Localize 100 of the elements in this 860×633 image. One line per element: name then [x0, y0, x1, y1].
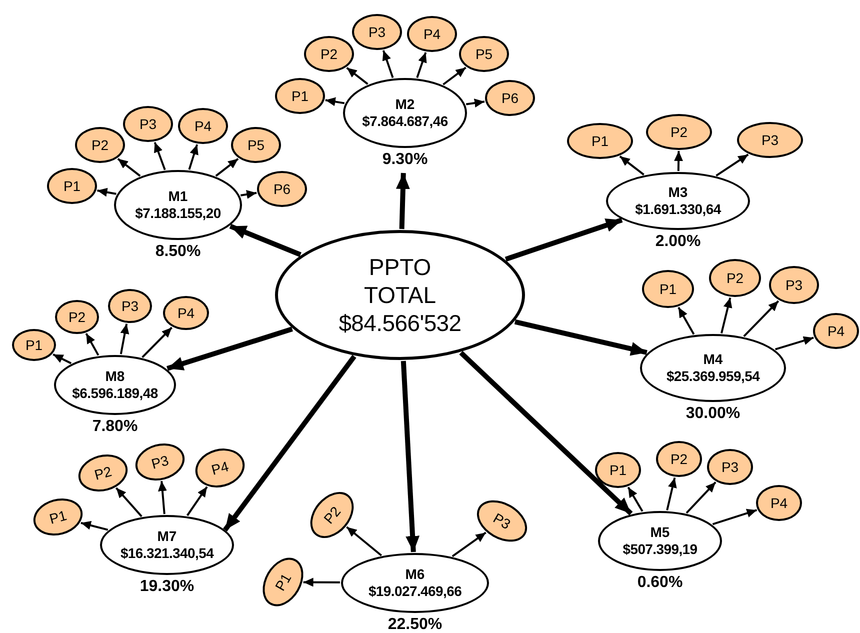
project-oval	[257, 171, 307, 207]
project-oval	[656, 441, 702, 477]
arrow	[743, 300, 780, 337]
project-oval	[75, 127, 125, 163]
project-label: P5	[247, 137, 265, 153]
arrow	[325, 97, 345, 106]
arrow	[396, 172, 410, 230]
project-label: P3	[721, 459, 739, 475]
project-oval	[178, 108, 228, 144]
project-oval	[769, 266, 819, 304]
amount-text: $19.027.469,66	[368, 583, 462, 600]
amount-text: $16.321.340,54	[120, 545, 214, 562]
project-label: P1	[659, 281, 677, 297]
project-label: P4	[210, 458, 230, 478]
project-label: P3	[150, 452, 170, 472]
project-label: P1	[48, 507, 68, 527]
project-label: P1	[591, 133, 609, 149]
project-label: P3	[761, 132, 779, 148]
project-oval	[163, 296, 209, 330]
arrow	[223, 354, 356, 532]
project-label: P1	[272, 570, 294, 594]
arrow	[400, 360, 420, 552]
percentage-label: 22.50%	[388, 615, 442, 633]
arrow	[85, 333, 100, 356]
amount-text: $84.566'532	[338, 309, 462, 337]
arrow	[346, 67, 368, 85]
project-oval	[304, 36, 354, 72]
arrow	[52, 354, 72, 364]
arrow	[666, 477, 677, 510]
node-title: M6	[405, 566, 425, 583]
arrow	[674, 150, 684, 172]
arrow	[215, 158, 239, 177]
project-label: P4	[194, 118, 212, 134]
amount-text: $507.399,19	[622, 541, 698, 558]
project-label: P4	[177, 305, 195, 321]
percentage-label: 2.00%	[655, 232, 701, 252]
percentage-label: 9.30%	[382, 150, 428, 170]
arrow	[303, 578, 340, 587]
arrow	[459, 350, 633, 516]
project-label: P5	[475, 46, 493, 62]
arrow	[716, 154, 749, 177]
project-oval	[55, 300, 99, 334]
project-label: P1	[63, 178, 81, 194]
project-label: P2	[92, 463, 114, 483]
project-oval	[231, 127, 281, 163]
project-oval	[123, 106, 173, 142]
project-label: P3	[121, 298, 139, 314]
project-label: P4	[827, 323, 845, 339]
project-label: P6	[501, 90, 519, 106]
project-oval	[813, 313, 859, 349]
project-oval	[12, 329, 56, 361]
arrow	[166, 326, 293, 371]
project-label: P3	[139, 116, 157, 132]
percentage-label: 7.80%	[92, 417, 138, 437]
arrow	[712, 508, 758, 526]
arrow	[117, 158, 141, 177]
project-label: P1	[25, 337, 43, 353]
project-label: P2	[320, 503, 344, 527]
arrow	[115, 487, 142, 518]
arrow	[158, 481, 167, 514]
arrow	[627, 486, 644, 512]
arrow	[514, 319, 648, 356]
arrow	[382, 50, 394, 78]
percentage-label: 8.50%	[155, 242, 201, 262]
amount-text: $7.864.687,46	[362, 113, 448, 130]
arrow	[504, 218, 623, 262]
node-title: M8	[105, 368, 125, 385]
node-title: PPTO TOTAL	[363, 253, 437, 309]
arrow	[452, 532, 486, 558]
node-title: M3	[668, 184, 688, 201]
arrow	[120, 324, 130, 354]
project-oval	[595, 452, 641, 488]
project-oval	[756, 485, 802, 521]
node-title: M7	[157, 528, 177, 545]
project-label: P2	[670, 451, 688, 467]
project-oval	[707, 449, 753, 485]
project-oval	[459, 36, 509, 72]
project-oval	[352, 14, 402, 50]
arrow	[240, 190, 257, 199]
project-label: P2	[726, 270, 744, 286]
project-oval	[407, 16, 457, 52]
project-label: P2	[68, 309, 86, 325]
arrow	[678, 306, 695, 335]
project-oval	[709, 259, 761, 297]
arrow	[80, 521, 108, 531]
project-label: P6	[273, 181, 291, 197]
project-label: P3	[785, 277, 803, 293]
project-label: P2	[670, 124, 688, 140]
project-label: P2	[320, 46, 338, 62]
arrow	[154, 142, 166, 170]
project-label: P1	[609, 462, 627, 478]
arrow	[442, 66, 466, 86]
project-label: P1	[291, 88, 309, 104]
project-label: P2	[91, 137, 109, 153]
percentage-label: 30.00%	[686, 404, 740, 424]
arrow	[188, 144, 198, 170]
amount-text: $25.369.959,54	[666, 368, 760, 385]
arrow	[686, 482, 716, 514]
arrow	[720, 297, 732, 334]
project-oval	[485, 80, 535, 116]
